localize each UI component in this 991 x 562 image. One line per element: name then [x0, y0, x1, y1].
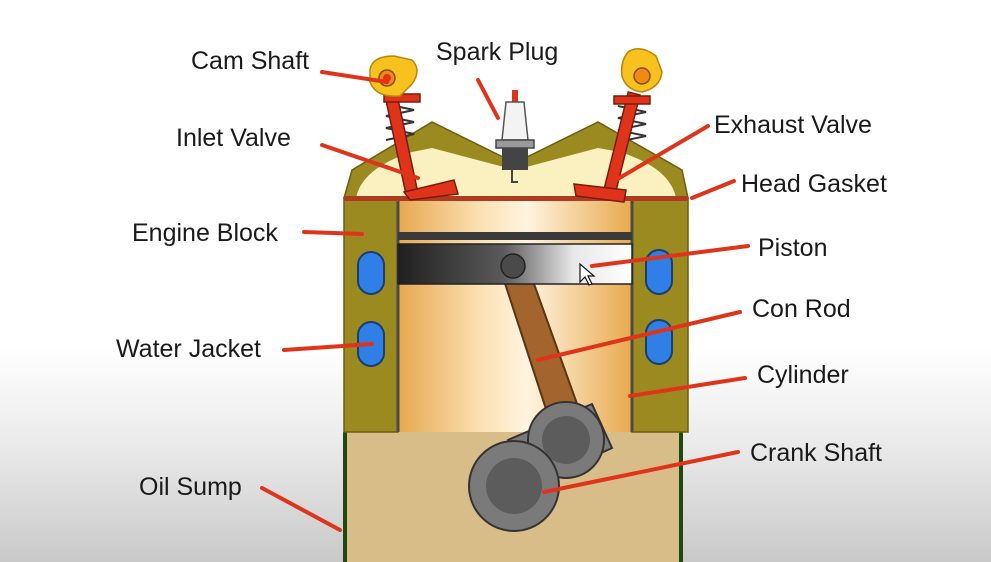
water-jacket-left-upper — [357, 251, 385, 295]
leader-lines — [260, 70, 750, 532]
piston-ring-top — [398, 232, 632, 240]
exhaust-valve-spring — [617, 105, 647, 143]
water-jacket-right-lower — [645, 319, 673, 365]
label-piston: Piston — [758, 234, 827, 262]
leader-cam-shaft-dot — [383, 74, 391, 82]
spark-plug — [495, 90, 535, 183]
leader-oil-sump — [260, 486, 342, 532]
label-con-rod: Con Rod — [752, 295, 851, 323]
leader-inlet-valve — [320, 143, 420, 180]
leader-piston — [590, 244, 750, 268]
leader-con-rod — [536, 310, 742, 362]
leader-cylinder — [628, 376, 747, 398]
leader-crank-shaft — [542, 450, 740, 494]
label-head-gasket: Head Gasket — [741, 170, 887, 198]
label-engine-block: Engine Block — [132, 219, 278, 247]
label-cam-shaft: Cam Shaft — [191, 47, 309, 75]
leader-spark-plug — [476, 78, 500, 120]
label-crank-shaft: Crank Shaft — [750, 439, 882, 467]
crank-big-end-inner — [542, 416, 590, 464]
crank-main-inner — [486, 458, 542, 514]
label-inlet-valve: Inlet Valve — [176, 124, 291, 152]
label-water-jacket: Water Jacket — [116, 335, 261, 363]
piston-pin — [500, 253, 526, 279]
leader-engine-block — [302, 230, 364, 236]
leader-exhaust-valve — [614, 124, 710, 182]
engine-block-right — [631, 197, 689, 433]
cam-right-hub — [633, 67, 651, 85]
head-gasket — [344, 196, 688, 201]
exhaust-valve — [573, 91, 651, 203]
inlet-valve-spring — [385, 103, 415, 141]
label-spark-plug: Spark Plug — [436, 38, 558, 66]
leader-water-jacket — [282, 342, 374, 352]
label-cylinder: Cylinder — [757, 361, 849, 389]
water-jacket-right-upper — [645, 249, 673, 295]
label-exhaust-valve: Exhaust Valve — [714, 111, 872, 139]
mouse-cursor-icon — [579, 262, 596, 286]
label-oil-sump: Oil Sump — [139, 473, 242, 501]
leader-cam-shaft — [320, 70, 389, 84]
leader-head-gasket — [690, 179, 736, 200]
